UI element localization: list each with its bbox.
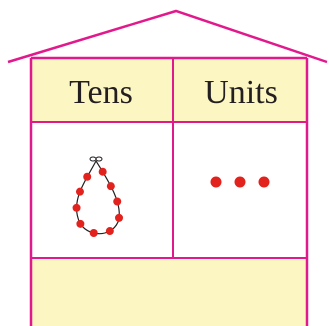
units-header-label: Units (204, 74, 278, 111)
unit-bead (211, 177, 222, 188)
tens-bead (76, 188, 84, 196)
unit-bead (235, 177, 246, 188)
tens-bead (106, 227, 114, 235)
tens-bead (99, 168, 107, 176)
tens-bead-string (73, 157, 123, 237)
tens-header-label: Tens (69, 74, 133, 111)
tens-bead (73, 204, 81, 212)
bead-string-knot-loop (96, 157, 102, 161)
bottom-band (31, 258, 307, 326)
unit-bead (259, 177, 270, 188)
bead-string-knot-loop (90, 157, 96, 161)
tens-bead (113, 197, 121, 205)
tens-bead (76, 220, 84, 228)
tens-bead (83, 173, 91, 181)
house-roof (8, 11, 327, 62)
tens-bead (115, 214, 123, 222)
units-beads (211, 177, 270, 188)
tens-bead (90, 229, 98, 237)
tens-bead (107, 182, 115, 190)
bead-string-knot (90, 157, 102, 161)
